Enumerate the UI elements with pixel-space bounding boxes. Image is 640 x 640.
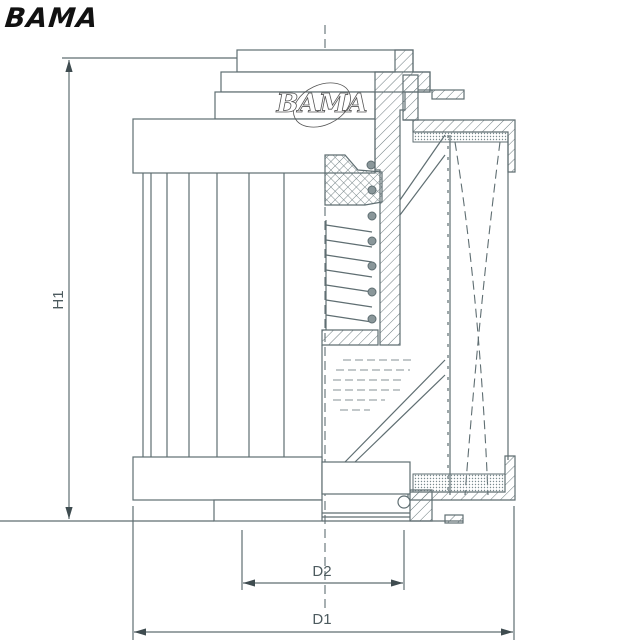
housing-wall [321,49,431,346]
filter-pleats [142,173,285,458]
spring [325,160,377,330]
watermark: BAMA [275,82,368,128]
bypass-area [333,359,415,411]
watermark-text: BAMA [275,89,367,119]
h1-label: H1 [50,290,67,309]
d2-label: D2 [312,563,331,580]
dimension-d1: D1 [132,506,515,640]
bottom-end-cap [132,456,463,522]
seal-ring [324,154,383,206]
dimension-d2: D2 [241,530,405,590]
filter-cartridge [397,74,516,524]
dimension-h1: H1 [0,57,237,522]
inner-tube [321,134,446,463]
d1-label: D1 [312,611,331,628]
